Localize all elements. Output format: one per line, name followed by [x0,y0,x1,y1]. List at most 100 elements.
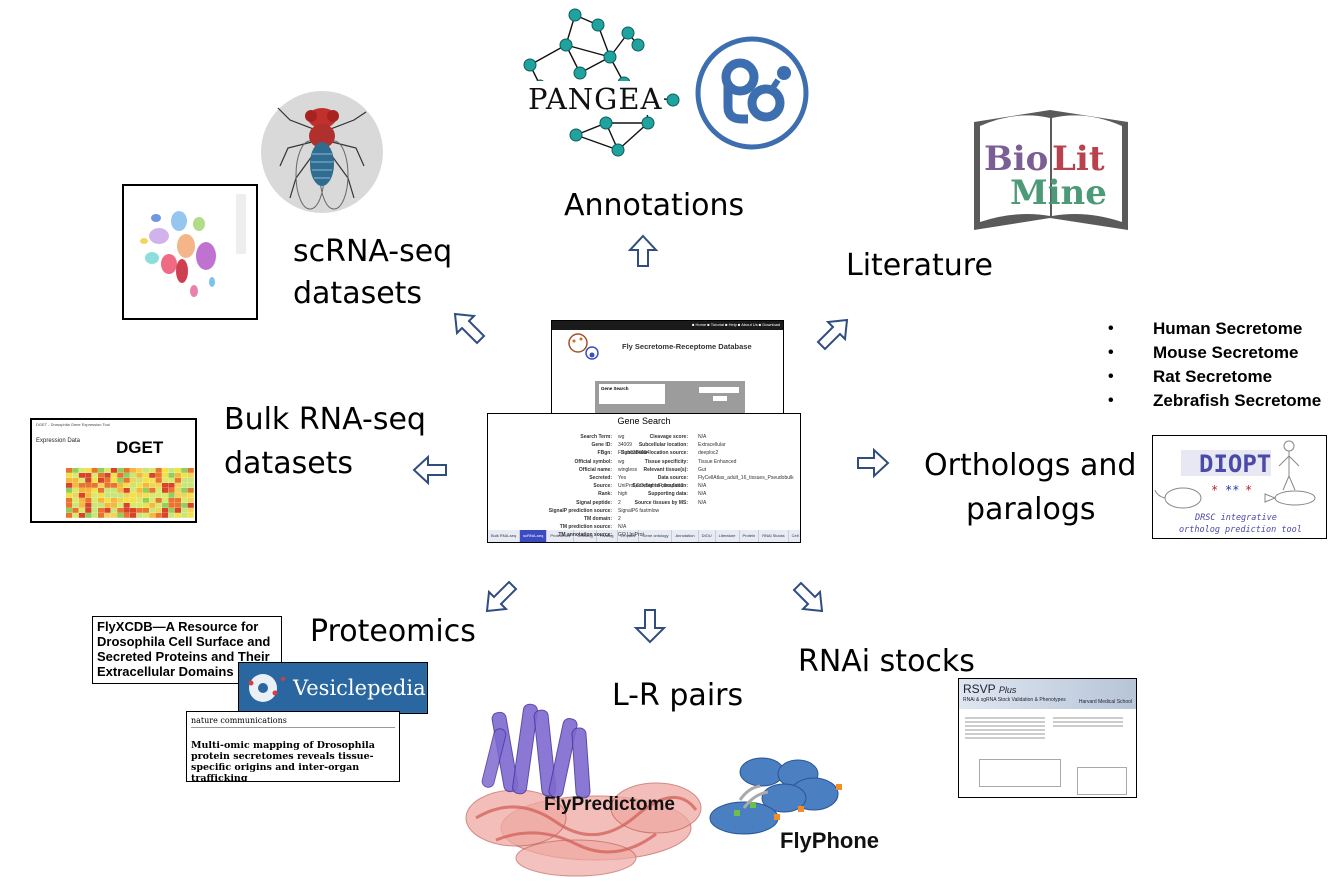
heatmap-cell [168,473,175,478]
tab-proteomics[interactable]: Proteomics [547,530,575,542]
arrow-left [412,454,447,486]
tab-bulk-rna-seq[interactable]: Bulk RNA-seq [488,530,521,542]
heatmap-cell [78,483,85,488]
heatmap-cell [110,488,117,493]
heatmap-cell [110,513,117,518]
dget-thumbnail: DGET - Drosophila Gene Expression Tool E… [30,418,197,523]
tab-literature[interactable]: Literature [716,530,740,542]
heatmap-cell [130,513,137,518]
svg-text:*: * [1245,483,1252,497]
heatmap-cell [142,468,149,473]
heatmap-cell [72,488,79,493]
tab-paralog[interactable]: Paralog [597,530,618,542]
tab-annotation[interactable]: Annotation [672,530,699,542]
label-orthologs-line1: Orthologs and [924,448,1137,483]
heatmap-cell [91,468,98,473]
flyphone-illustration: FlyPhone [709,757,879,853]
heatmap-cell [142,513,149,518]
heatmap-cell [104,488,111,493]
heatmap-cell [168,513,175,518]
search-button[interactable] [713,396,727,401]
heatmap-cell [162,498,169,503]
gene-search-input[interactable] [699,387,739,393]
field-value: Gut [698,466,707,473]
heatmap-cell [142,473,149,478]
tab-diou[interactable]: DIOU [699,530,716,542]
field-label: Rank: [598,491,612,498]
heatmap-cell [104,468,111,473]
heatmap-cell [181,478,188,483]
heatmap-cell [117,498,124,503]
heatmap-cell [155,503,162,508]
heatmap-cell [181,483,188,488]
heatmap-cell [78,468,85,473]
heatmap-cell [98,493,105,498]
heatmap-cell [149,513,156,518]
heatmap-cell [117,508,124,513]
heatmap-cell [123,503,130,508]
heatmap-cell [78,493,85,498]
tab-scrna-seq[interactable]: scRNA-seq [520,530,548,542]
heatmap-cell [66,488,73,493]
heatmap-cell [142,498,149,503]
field-value: Yes [618,475,627,481]
heatmap-cell [91,483,98,488]
heatmap-cell [155,468,162,473]
tab-protein[interactable]: Protein [740,530,760,542]
heatmap-cell [117,473,124,478]
heatmap-cell [155,493,162,498]
heatmap-cell [162,493,169,498]
tab-rnai-stocks[interactable]: RNAi Stocks [759,530,789,542]
heatmap-cell [123,513,130,518]
biolit-mine: Mine [1010,173,1107,213]
field-value: FlyCellAtlas_adult_16_tissues_Pseudobulk [698,475,794,481]
heatmap-cell [72,503,79,508]
dget-label: DGET [116,438,164,457]
heatmap-cell [142,503,149,508]
heatmap-cell [155,483,162,488]
heatmap-cell [66,473,73,478]
heatmap-cell [66,513,73,518]
heatmap-cell [66,468,73,473]
label-bulk-line2: datasets [224,446,354,481]
field-label: TM prediction source: [559,524,612,531]
field-label: SignalP prediction source: [548,507,612,514]
field-label: Gene ID: [591,442,612,449]
heatmap-cell [174,473,181,478]
field-label: Secreted: [589,475,612,481]
heatmap-cell [155,478,162,483]
heatmap-cell [110,468,117,473]
heatmap-cell [187,503,194,508]
heatmap-cell [136,513,143,518]
gene-ontology-logo [695,36,809,150]
field-label: Signal peptide: [576,499,612,506]
heatmap-cell [123,498,130,503]
heatmap-cell [136,473,143,478]
vesiclepedia-logo: Vesiclepedia [239,663,426,712]
heatmap-cell [162,488,169,493]
field-value: SignalP6 fastmlow [618,507,660,514]
flypredictome-structure: FlyPredictome [465,703,702,877]
heatmap-cell [187,468,194,473]
heatmap-cell [149,473,156,478]
tab-ortholog[interactable]: Ortholog [574,530,597,542]
heatmap-cell [98,513,105,518]
heatmap-cell [104,493,111,498]
dget-heatmap [36,464,194,520]
heatmap-cell [187,478,194,483]
heatmap-cell [110,503,117,508]
heatmap-cell [136,503,143,508]
tab-lr-pairs[interactable]: LR pairs [618,530,640,542]
heatmap-cell [155,498,162,503]
tab-gene-ontology[interactable]: Gene ontology [639,530,673,542]
heatmap-cell [187,498,194,503]
heatmap-cell [110,498,117,503]
biolitmine-logo: Bio Lit Mine [974,110,1128,230]
heatmap-cell [66,483,73,488]
label-orthologs-line2: paralogs [966,492,1096,527]
heatmap-cell [181,488,188,493]
diopt-subtitle-1: DRSC integrative [1194,513,1277,523]
tab-cell-marker[interactable]: Cell Marker [789,530,800,542]
heatmap-cell [117,513,124,518]
